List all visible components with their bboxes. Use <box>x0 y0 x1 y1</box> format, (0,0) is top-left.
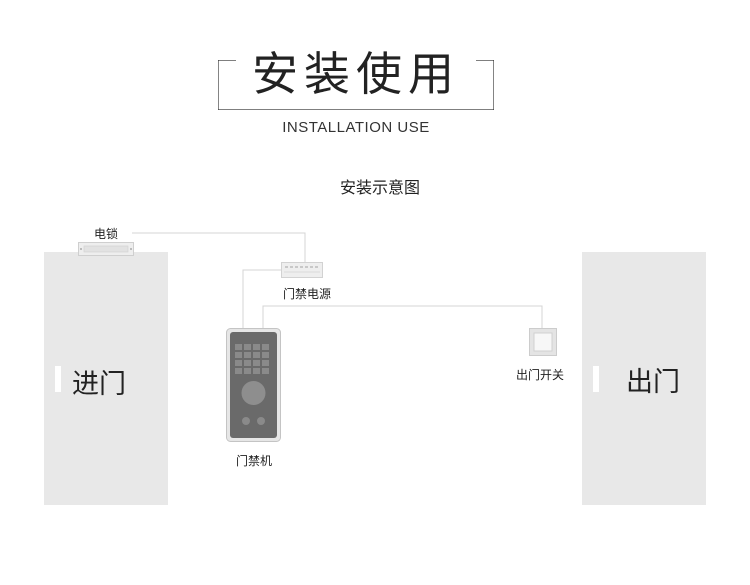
exit-door <box>582 252 706 505</box>
page-title: 安装使用 <box>252 47 460 101</box>
exit-door-label: 出门 <box>626 367 680 398</box>
access-controller-icon <box>226 328 281 442</box>
diagram-title: 安装示意图 <box>339 178 420 197</box>
access-power-label: 门禁电源 <box>283 287 332 301</box>
access-controller-label: 门禁机 <box>236 454 273 468</box>
electric-lock-label: 电锁 <box>94 227 119 241</box>
exit-switch-label: 出门开关 <box>516 368 565 382</box>
exit-door-handle <box>593 366 599 392</box>
exit-switch-icon <box>529 328 557 356</box>
entry-door <box>44 252 168 505</box>
page-subtitle: INSTALLATION USE <box>282 119 430 136</box>
electric-lock-icon <box>78 242 134 256</box>
entry-door-label: 进门 <box>72 369 126 400</box>
entry-door-handle <box>55 366 61 392</box>
access-power-icon <box>281 262 323 278</box>
